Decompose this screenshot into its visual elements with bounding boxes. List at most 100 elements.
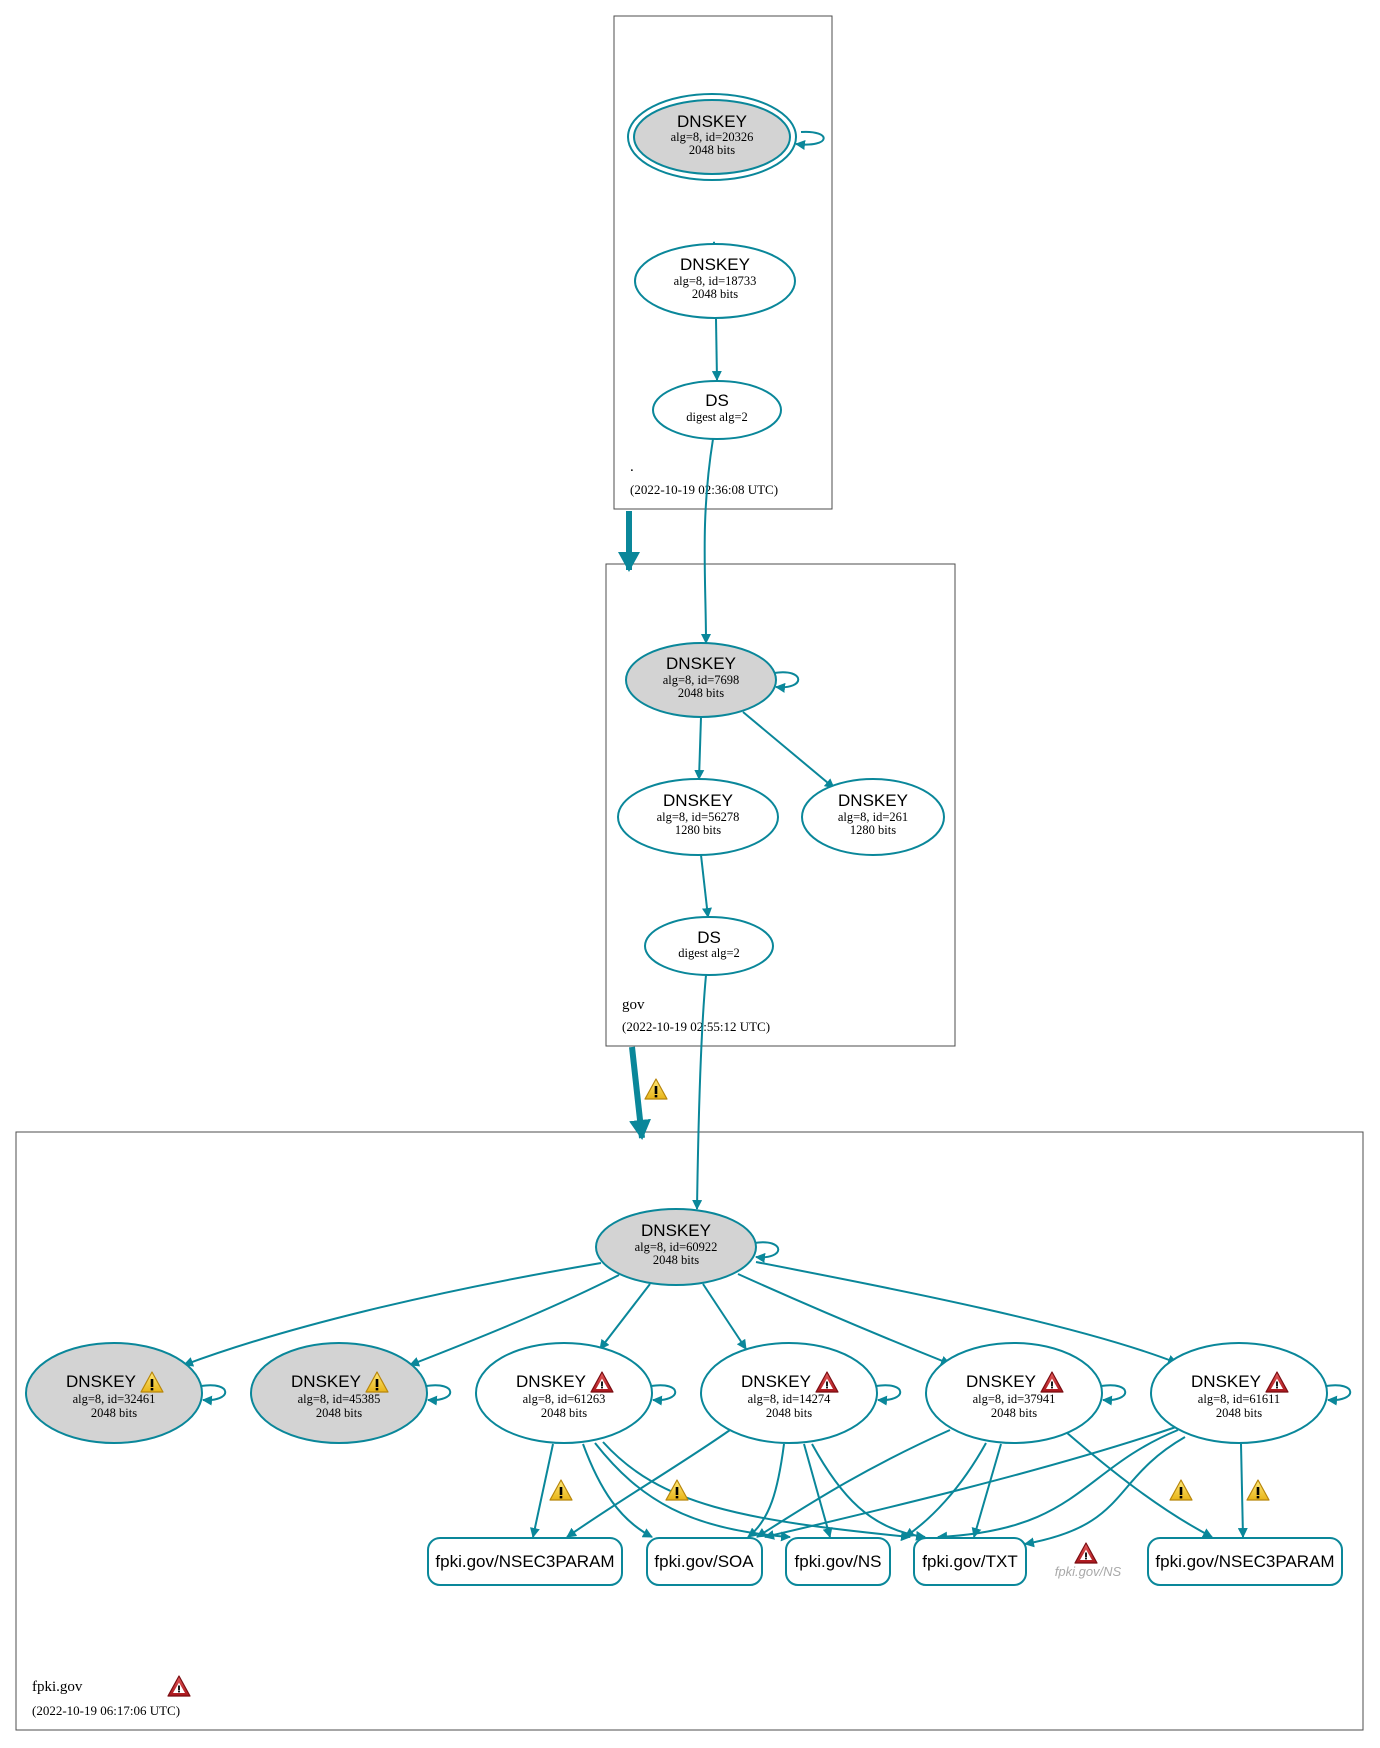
edge-61263-nsec3param [530, 1443, 554, 1538]
edge-61263-txt [602, 1441, 911, 1542]
node-key-info: alg=8, id=45385 [298, 1392, 381, 1406]
delegation-gov-fpki [629, 1046, 651, 1140]
node-key-info: alg=8, id=37941 [973, 1392, 1056, 1406]
node-root-zsk[interactable]: DNSKEY alg=8, id=18733 2048 bits [634, 243, 796, 319]
rrset-soa[interactable]: fpki.gov/SOA [646, 1537, 763, 1586]
node-title: DNSKEY [516, 1372, 586, 1391]
zone-gov-box [605, 563, 956, 1047]
node-dnskey-61263[interactable]: DNSKEY alg=8, id=61263 2048 bits [475, 1342, 653, 1444]
rrset-label: fpki.gov/NS [795, 1552, 882, 1571]
edge-61611-txt [1024, 1436, 1186, 1548]
zone-fpki-error-icon[interactable] [167, 1675, 191, 1697]
edge-32461-self [200, 1384, 227, 1406]
node-key-info: alg=8, id=60922 [635, 1240, 718, 1254]
edge-37941-self [1100, 1384, 1127, 1406]
node-title: DS [697, 928, 721, 947]
zone-root-time: (2022-10-19 02:36:08 UTC) [630, 482, 778, 497]
rrset-error-icon[interactable] [1074, 1542, 1098, 1564]
edge-warning-icon[interactable] [1169, 1479, 1193, 1501]
edge-ksk-37941 [737, 1273, 951, 1366]
node-gov-ksk[interactable]: DNSKEY alg=8, id=7698 2048 bits [625, 642, 777, 718]
edge-37941-txt [971, 1443, 1002, 1538]
edge-ksk-45385 [409, 1274, 620, 1367]
node-key-size: 2048 bits [91, 1406, 137, 1420]
edge-fpki-ksk-self [753, 1241, 780, 1263]
node-dnskey-45385[interactable]: DNSKEY alg=8, id=45385 2048 bits [250, 1342, 428, 1444]
node-gov-ds[interactable]: DS digest alg=2 [644, 916, 774, 976]
rrset-label: fpki.gov/NSEC3PARAM [435, 1552, 614, 1571]
rrset-txt[interactable]: fpki.gov/TXT [913, 1537, 1027, 1586]
rrset-nsec3param-b[interactable]: fpki.gov/NSEC3PARAM [1147, 1537, 1343, 1586]
node-root-ksk[interactable]: DNSKEY alg=8, id=20326 2048 bits [627, 93, 797, 181]
zone-root-name: . [630, 459, 634, 475]
node-title: DNSKEY [291, 1372, 361, 1391]
edge-61263-self [650, 1384, 677, 1406]
edge-ksk-61263 [599, 1283, 651, 1350]
node-title: DS [705, 391, 729, 410]
node-key-info: alg=8, id=14274 [748, 1392, 832, 1406]
node-fpki-ksk[interactable]: DNSKEY alg=8, id=60922 2048 bits [595, 1208, 757, 1286]
edge-ksk-61611 [755, 1261, 1178, 1365]
edge-61611-nsec3param [1237, 1443, 1248, 1538]
zone-fpki-name: fpki.gov [32, 1679, 83, 1695]
node-key-size: 1280 bits [675, 823, 721, 837]
node-key-size: 2048 bits [689, 143, 735, 157]
rrset-ns[interactable]: fpki.gov/NS [785, 1537, 891, 1586]
node-title: DNSKEY [741, 1372, 811, 1391]
node-dnskey-61611[interactable]: DNSKEY alg=8, id=61611 2048 bits [1150, 1342, 1328, 1444]
node-key-info: alg=8, id=61263 [523, 1392, 606, 1406]
edge-gov-ksk-zsk1 [694, 716, 705, 780]
edge-warning-icon[interactable] [1246, 1479, 1270, 1501]
zone-root-box [613, 15, 833, 510]
node-key-size: 2048 bits [678, 686, 724, 700]
node-key-size: 2048 bits [541, 1406, 587, 1420]
edge-14274-ns [803, 1443, 833, 1538]
edge-61611-self [1325, 1384, 1352, 1406]
node-title: DNSKEY [680, 255, 750, 274]
rrset-label: fpki.gov/SOA [654, 1552, 754, 1571]
rrset-ns-ghost[interactable]: fpki.gov/NS [1055, 1542, 1122, 1579]
rrset-label: fpki.gov/TXT [922, 1552, 1017, 1571]
zone-fpki-box [15, 1131, 1364, 1731]
node-key-size: 2048 bits [1216, 1406, 1262, 1420]
node-root-ds[interactable]: DS digest alg=2 [652, 380, 782, 440]
node-title: DNSKEY [838, 791, 908, 810]
node-gov-zsk-261[interactable]: DNSKEY alg=8, id=261 1280 bits [801, 778, 945, 856]
zone-gov-name: gov [622, 997, 645, 1013]
edge-37941-ns [904, 1442, 987, 1538]
node-title: DNSKEY [666, 654, 736, 673]
node-dnskey-32461[interactable]: DNSKEY alg=8, id=32461 2048 bits [25, 1342, 203, 1444]
edge-37941-nsec3param [1065, 1431, 1213, 1538]
edge-14274-txt [811, 1443, 926, 1541]
node-gov-zsk-56278[interactable]: DNSKEY alg=8, id=56278 1280 bits [617, 778, 779, 856]
node-key-info: alg=8, id=56278 [657, 810, 740, 824]
node-key-size: 2048 bits [991, 1406, 1037, 1420]
edge-37941-soa [756, 1429, 951, 1538]
node-title: DNSKEY [677, 112, 747, 131]
node-key-size: 2048 bits [692, 287, 738, 301]
node-key-size: 2048 bits [653, 1253, 699, 1267]
edge-14274-self [875, 1384, 902, 1406]
node-dnskey-14274[interactable]: DNSKEY alg=8, id=14274 2048 bits [700, 1342, 878, 1444]
rrset-label: fpki.gov/NS [1055, 1564, 1122, 1579]
edge-warning-icon[interactable] [549, 1479, 573, 1501]
node-key-info: alg=8, id=61611 [1198, 1392, 1280, 1406]
node-key-size: 1280 bits [850, 823, 896, 837]
edge-ksk-14274 [702, 1283, 747, 1350]
edge-61611-soa [764, 1426, 1177, 1540]
node-key-size: 2048 bits [316, 1406, 362, 1420]
edge-14274-soa [747, 1443, 785, 1538]
node-key-info: alg=8, id=32461 [73, 1392, 156, 1406]
edge-61263-soa [582, 1443, 653, 1538]
node-key-info: alg=8, id=18733 [674, 274, 757, 288]
edge-root-ksk-self [795, 130, 825, 150]
delegation-warning-icon[interactable] [644, 1078, 668, 1100]
edge-gov-ds-fpki-ksk [692, 974, 707, 1210]
node-dnskey-37941[interactable]: DNSKEY alg=8, id=37941 2048 bits [925, 1342, 1103, 1444]
rrset-nsec3param-a[interactable]: fpki.gov/NSEC3PARAM [427, 1537, 623, 1586]
node-title: DNSKEY [663, 791, 733, 810]
node-digest: digest alg=2 [686, 410, 748, 424]
node-title: DNSKEY [1191, 1372, 1261, 1391]
edge-61611-ns [937, 1429, 1179, 1542]
edge-gov-zsk1-ds [700, 854, 712, 918]
